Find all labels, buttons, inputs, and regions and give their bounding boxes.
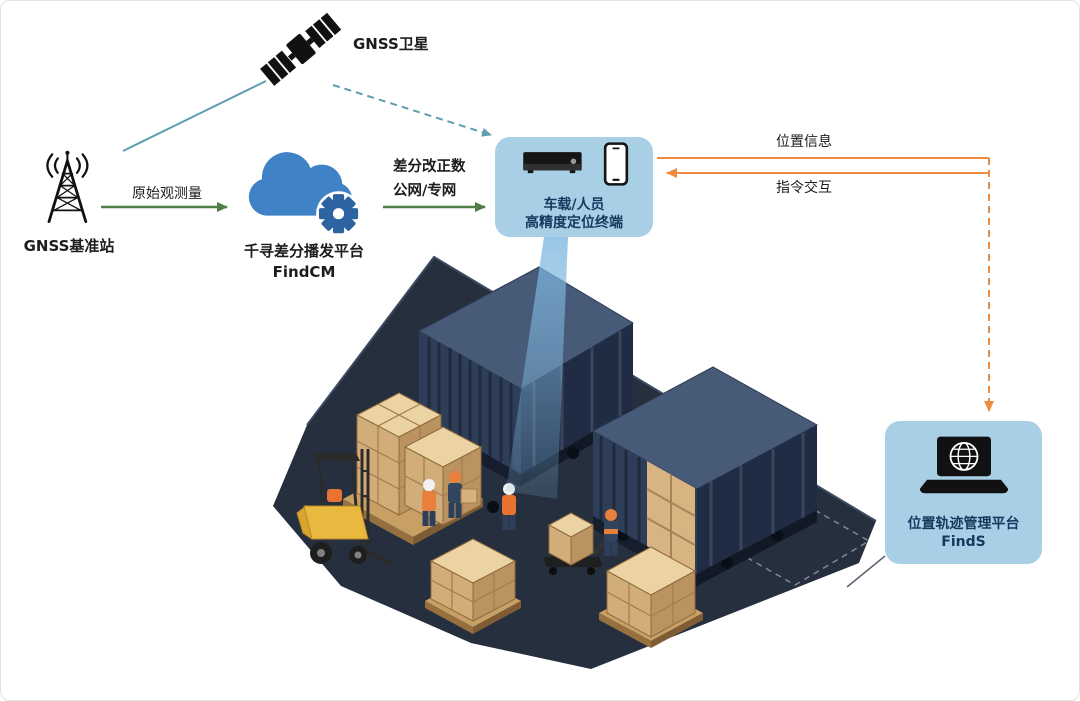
cloud-platform-product: FindCM [272,263,336,281]
raw-observation-label: 原始观测量 [132,186,202,202]
base-station-label: GNSS基准站 [23,237,115,255]
cloud-gear-icon [234,137,374,240]
receiver-icon [520,143,594,191]
link-platform-ground [846,555,886,588]
corrections-label-2: 公网/专网 [393,183,457,199]
pallet-stack-center [425,538,521,634]
laptop-globe-icon [914,433,1014,511]
radio-tower-icon [25,141,113,235]
position-info-label: 位置信息 [776,134,832,150]
terminal-panel: 车载/人员 高精度定位终端 [495,137,653,237]
warehouse-scene [273,237,877,669]
pallet-stack-right [599,546,703,648]
satellite-icon [253,3,349,95]
smartphone-icon [603,141,629,193]
corrections-label-1: 差分改正数 [393,159,466,175]
command-exchange-label: 指令交互 [776,180,832,196]
cloud-platform-label: 千寻差分播发平台 [243,242,364,260]
management-panel: 位置轨迹管理平台 FindS [885,421,1042,564]
management-label: 位置轨迹管理平台 [907,515,1020,532]
terminal-label-1: 车载/人员 [543,196,605,213]
link-satellite-station [122,80,267,152]
worker-4 [604,509,618,556]
management-product: FindS [941,534,986,551]
positioning-beam [506,237,568,499]
terminal-label-2: 高精度定位终端 [525,215,623,232]
satellite-label: GNSS卫星 [353,35,429,53]
link-satellite-terminal [332,84,492,137]
forklift [296,449,391,565]
worker-2 [448,471,478,518]
worker-1 [422,479,436,526]
pallet-jack-load [543,512,615,575]
